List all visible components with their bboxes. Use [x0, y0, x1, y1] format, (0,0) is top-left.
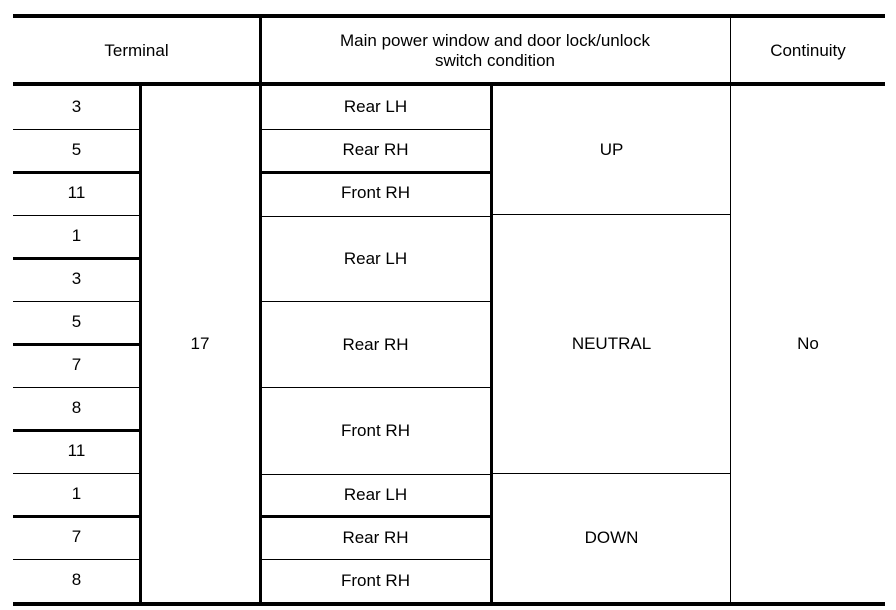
terminal-cell: 1 — [71, 226, 82, 246]
terminal-cell: 8 — [71, 570, 82, 590]
door-row-separator — [261, 515, 493, 518]
door-label-cell: Rear LH — [343, 485, 408, 505]
condition-column-divider — [259, 14, 262, 603]
switch-group-separator — [490, 473, 730, 474]
door-label-cell: Front RH — [341, 570, 410, 590]
row-separator — [13, 301, 140, 302]
terminal-cell: 7 — [71, 355, 82, 375]
row-separator — [13, 429, 140, 432]
row-separator — [13, 171, 140, 174]
row-separator — [13, 473, 140, 474]
door-row-separator — [261, 474, 493, 475]
terminal-cell: 1 — [71, 484, 82, 504]
door-label-cell: Rear RH — [342, 140, 409, 160]
switch-group-separator — [490, 214, 730, 215]
terminal-cell: 11 — [67, 441, 86, 461]
row-separator — [13, 559, 140, 560]
table-top-border — [13, 14, 885, 18]
door-row-separator — [261, 301, 493, 302]
terminal-cell: 3 — [71, 269, 82, 289]
door-row-separator — [261, 216, 493, 217]
header-continuity: Continuity — [770, 40, 846, 60]
row-separator — [13, 257, 140, 260]
terminal-cell: 5 — [71, 140, 82, 160]
terminal-column-divider — [139, 85, 142, 603]
header-terminal: Terminal — [104, 40, 169, 60]
door-row-separator — [261, 129, 493, 130]
row-separator — [13, 343, 140, 346]
switch-position-cell: DOWN — [584, 527, 639, 547]
door-label-cell: Front RH — [341, 420, 410, 440]
terminal-cell: 11 — [67, 183, 86, 203]
terminal-cell: 3 — [71, 97, 82, 117]
terminal-cell: 5 — [71, 312, 82, 332]
door-label-cell: Rear LH — [343, 97, 408, 117]
table-bottom-border — [13, 602, 885, 606]
header-switch-condition: Main power window and door lock/unlock s… — [340, 30, 650, 70]
door-row-separator — [261, 559, 493, 560]
row-separator — [13, 515, 140, 518]
row-separator — [13, 129, 140, 130]
door-row-separator — [261, 387, 493, 388]
terminal-cell: 7 — [71, 527, 82, 547]
header-bottom-border — [13, 82, 885, 86]
door-label-cell: Rear LH — [343, 248, 408, 268]
switch-position-cell: UP — [599, 140, 624, 160]
continuity-value-cell: No — [797, 333, 819, 353]
row-separator — [13, 215, 140, 216]
door-label-cell: Front RH — [341, 183, 410, 203]
door-label-cell: Rear RH — [342, 334, 409, 354]
row-separator — [13, 387, 140, 388]
door-row-separator — [261, 171, 493, 174]
terminal-cell: 8 — [71, 398, 82, 418]
switch-position-cell: NEUTRAL — [571, 334, 652, 354]
common-terminal-cell: 17 — [190, 333, 210, 353]
door-label-cell: Rear RH — [342, 528, 409, 548]
continuity-column-divider — [730, 14, 731, 603]
switch-position-divider — [490, 85, 493, 603]
